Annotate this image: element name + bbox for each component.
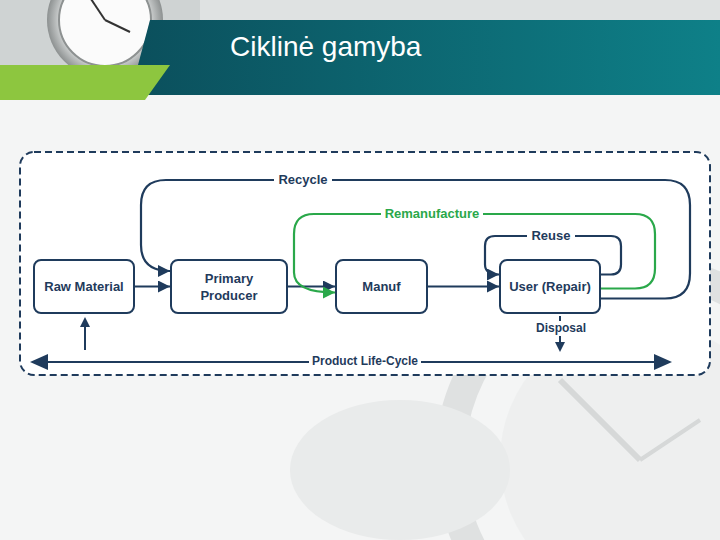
flow-arrow	[428, 285, 499, 287]
raw-input-arrow	[80, 317, 90, 350]
slide-title: Ciklinė gamyba	[230, 30, 421, 64]
process-box: Manuf	[335, 259, 428, 314]
flow-arrow	[135, 285, 170, 287]
edge-label: Remanufacture	[381, 206, 484, 222]
process-box: Raw Material	[33, 259, 135, 314]
note-label: Disposal	[533, 321, 589, 336]
note-label: Product Life-Cycle	[309, 354, 421, 369]
dashed-frame	[20, 152, 710, 375]
process-box: User (Repair)	[499, 259, 601, 314]
box-label: Primary Producer	[172, 270, 286, 304]
flow-arrow	[288, 285, 335, 287]
edge-label: Reuse	[527, 228, 574, 244]
process-box: Primary Producer	[170, 259, 288, 314]
edge-label: Recycle	[274, 172, 331, 188]
box-label: User (Repair)	[503, 278, 597, 295]
box-label: Raw Material	[38, 278, 129, 295]
box-label: Manuf	[356, 278, 406, 295]
header-bar	[130, 20, 720, 95]
life-cycle-line	[30, 354, 672, 370]
accent-bar	[0, 65, 170, 100]
